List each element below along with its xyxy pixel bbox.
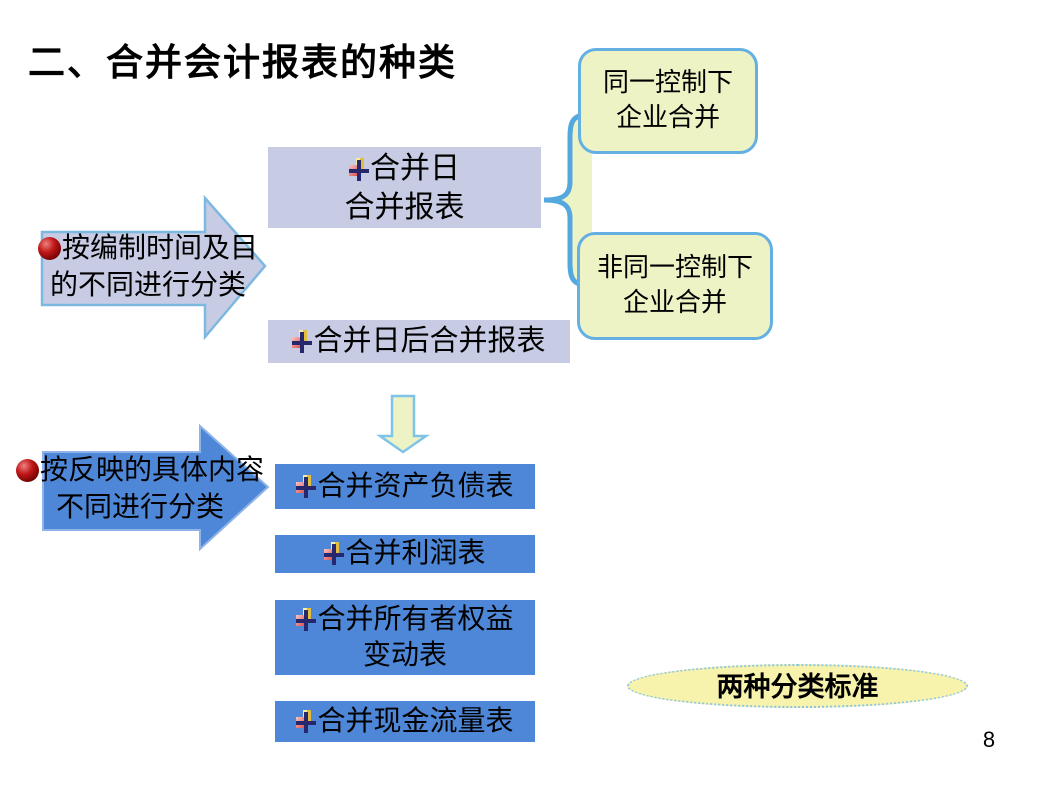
down-arrow-pale-yellow <box>376 394 430 454</box>
note-ellipse: 两种分类标准 <box>627 664 968 708</box>
statement-label: 合并现金流量表 <box>317 706 514 737</box>
plus-bullet-icon <box>349 158 369 182</box>
statement-box-cash-flow: 合并现金流量表 <box>275 701 535 742</box>
statement-box-balance-sheet: 合并资产负债表 <box>275 464 535 509</box>
statement-box-income: 合并利润表 <box>275 535 535 573</box>
red-sphere-bullet-icon <box>15 459 39 482</box>
content-classification-label: 按反映的具体内容 不同进行分类 <box>39 455 264 523</box>
statement-label: 合并利润表 <box>345 538 486 569</box>
statement-label: 合并资产负债表 <box>317 471 514 502</box>
non-same-control-label: 非同一控制下 企业合并 <box>596 253 753 317</box>
plus-bullet-icon <box>292 330 313 354</box>
content-classification-label-group: 按反映的具体内容 不同进行分类 <box>14 452 266 526</box>
plus-bullet-icon <box>296 475 317 499</box>
red-sphere-bullet-icon <box>37 237 61 260</box>
same-control-box: 同一控制下 企业合并 <box>578 48 758 154</box>
non-same-control-box: 非同一控制下 企业合并 <box>577 232 773 340</box>
plus-bullet-icon <box>296 710 317 734</box>
after-merge-date-report-label: 合并日后合并报表 <box>313 325 546 357</box>
note-ellipse-label: 两种分类标准 <box>716 672 879 702</box>
merge-date-report-box: 合并日 合并报表 <box>268 147 541 228</box>
right-arrow-lavender <box>40 194 267 341</box>
page-title: 二、合并会计报表的种类 <box>28 42 457 83</box>
after-merge-date-report-box: 合并日后合并报表 <box>268 320 570 363</box>
page-number: 8 <box>982 727 996 752</box>
plus-bullet-icon <box>324 542 345 566</box>
merge-date-report-label: 合并日 合并报表 <box>344 152 465 224</box>
time-classification-label-group: 按编制时间及目 的不同进行分类 <box>28 230 268 304</box>
statement-box-equity-changes: 合并所有者权益 变动表 <box>275 600 535 675</box>
right-arrow-blue <box>42 423 270 552</box>
same-control-label: 同一控制下 企业合并 <box>602 68 733 132</box>
statement-label: 合并所有者权益 变动表 <box>317 604 514 671</box>
time-classification-label: 按编制时间及目 的不同进行分类 <box>49 233 258 301</box>
plus-bullet-icon <box>296 608 317 632</box>
